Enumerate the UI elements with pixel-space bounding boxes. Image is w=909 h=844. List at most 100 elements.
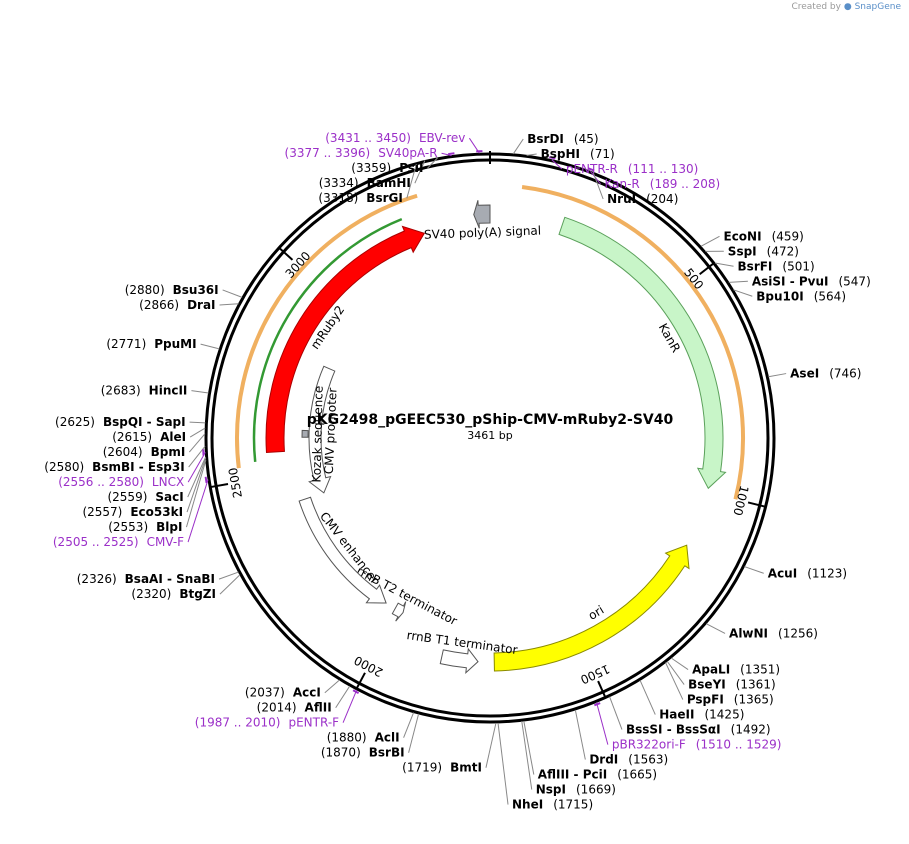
- credit-text: Created by: [791, 2, 841, 12]
- site-bsrbi: (1870)BsrBI: [321, 746, 405, 760]
- site-acli: (1880)AclI: [327, 731, 400, 745]
- primer-mark-sv40pa-r: [448, 152, 455, 156]
- plasmid-name: pKG2498_pGEEC530_pShip-CMV-mRuby2-SV40: [307, 412, 674, 428]
- site-nhei: NheI(1715): [512, 798, 593, 812]
- leader-asei: [768, 373, 787, 378]
- tick-1500: [597, 680, 606, 697]
- leader-acci: [324, 679, 340, 694]
- feature-kozak-sequence: [301, 429, 309, 438]
- leader-nrui: [592, 172, 604, 200]
- orf-arc-mruby-outer: [235, 193, 418, 469]
- leader-bpu10i: [733, 289, 753, 297]
- feature-rrnb-t1-terminator: [439, 647, 479, 675]
- leader-bpmi: [188, 433, 206, 453]
- leader-alwni: [706, 623, 726, 634]
- leader-bsaai-snabi: [218, 571, 239, 580]
- leader-econi: [700, 235, 720, 247]
- site-pentr-r: pENTR-R(111 .. 130): [566, 162, 698, 176]
- leader-lncx: [187, 452, 206, 483]
- leader-pentr-r: [551, 159, 563, 170]
- feature-ori: [493, 544, 690, 672]
- site-acui: AcuI(1123): [768, 566, 847, 580]
- orf-arc-mruby-inner: [252, 217, 403, 462]
- site-kan-r: Kan-R(189 .. 208): [604, 177, 720, 191]
- leader-bspqi-sapi: [189, 421, 206, 424]
- site-saci: (2559)SacI: [107, 490, 183, 504]
- feature-label-cmv-promoter: CMV promoter: [322, 387, 340, 474]
- leader-ppumi: [200, 343, 220, 350]
- site-nspi: NspI(1669): [536, 783, 616, 797]
- site-pspfi: PspFI(1365): [687, 693, 774, 707]
- leader-drdi: [574, 709, 586, 760]
- feature-label-kozak-sequence: Kozak sequence: [309, 386, 325, 483]
- feature-rrnb-t2-terminator: [391, 601, 407, 622]
- leader-eco53ki: [186, 457, 207, 513]
- site-drai: (2866)DraI: [139, 298, 215, 312]
- leader-bsrdi: [512, 138, 524, 155]
- feature-label-ori: ori: [586, 603, 607, 623]
- site-asei: AseI(746): [790, 367, 861, 381]
- feature-cmv-enhancer: [298, 496, 387, 604]
- site-nrui: NruI(204): [607, 192, 678, 206]
- leader-asisi-pvui: [728, 280, 748, 283]
- leader-drai: [219, 303, 239, 306]
- leader-aflii: [335, 685, 351, 709]
- site-asisi-pvui: AsiSI - PvuI(547): [752, 274, 871, 288]
- leader-psii: [427, 157, 438, 169]
- credit-brand: SnapGene: [854, 2, 901, 12]
- site-hincii: (2683)HincII: [101, 384, 188, 398]
- leader-bsssi-bsss-i: [609, 696, 623, 730]
- site-bsrfi: BsrFI(501): [738, 259, 815, 273]
- site-bsmbi-esp3i: (2580)BsmBI - Esp3I: [44, 460, 184, 474]
- site-bsphi: BspHI(71): [541, 147, 615, 161]
- tick-label-1500: 1500: [578, 662, 612, 687]
- site-alwni: AlwNI(1256): [729, 626, 818, 640]
- feature-label-sv40-poly-a-signal: SV40 poly(A) signal: [424, 224, 542, 242]
- primer-mark-pentr-r: [549, 156, 556, 160]
- leader-hincii: [191, 390, 209, 394]
- leader-sv40pa-r: [441, 152, 452, 157]
- site-pbr322ori-f: pBR322ori-F(1510 .. 1529): [612, 738, 782, 752]
- site-cmv-f: (2505 .. 2525)CMV-F: [53, 535, 184, 549]
- leader-saci: [187, 456, 207, 498]
- feature-sv40-poly-a-signal: [473, 200, 491, 229]
- snapgene-credit: Created by ● SnapGene: [791, 2, 901, 12]
- primer-mark-pbr322ori-f: [593, 702, 601, 707]
- site-pentr-f: (1987 .. 2010)pENTR-F: [195, 716, 339, 730]
- site-bamhi: (3334)BamHI: [319, 176, 411, 190]
- primer-mark-pentr-f: [352, 689, 360, 695]
- leader-acui: [744, 566, 764, 574]
- site-bseyi: BseYI(1361): [688, 678, 776, 692]
- leader-bsrgi: [406, 162, 418, 199]
- site-bsu36i: (2880)Bsu36I: [125, 283, 219, 297]
- site-sv40pa-r: (3377 .. 3396)SV40pA-R: [285, 146, 438, 160]
- site-eco53ki: (2557)Eco53kI: [82, 505, 183, 519]
- leader-bseyi: [666, 660, 685, 685]
- leader-pbr322ori-f: [596, 702, 609, 745]
- site-sspi: SspI(472): [728, 244, 799, 258]
- site-bsaai-snabi: (2326)BsaAI - SnaBI: [77, 572, 215, 586]
- site-bsrgi: (3318)BsrGI: [318, 191, 402, 205]
- site-psii: (3359)PsiI: [351, 161, 423, 175]
- site-bsrdi: BsrDI(45): [527, 132, 598, 146]
- site-bpu10i: Bpu10I(564): [756, 289, 846, 303]
- leader-afliii-pcii: [523, 720, 535, 775]
- leader-pspfi: [665, 662, 684, 700]
- leader-cmv-f: [187, 479, 209, 543]
- leader-alei: [189, 427, 206, 438]
- leader-bsrfi: [714, 262, 734, 267]
- tick-label-2500: 2500: [226, 466, 245, 499]
- site-apali: ApaLI(1351): [692, 663, 780, 677]
- site-drdi: DrdI(1563): [589, 753, 668, 767]
- site-bspqi-sapi: (2625)BspQI - SapI: [55, 415, 186, 429]
- site-blpi: (2553)BlpI: [108, 520, 182, 534]
- site-lncx: (2556 .. 2580)LNCX: [58, 475, 184, 489]
- orf-arc-kanr: [521, 185, 745, 500]
- site-econi: EcoNI(459): [724, 229, 804, 243]
- site-ppumi: (2771)PpuMI: [106, 337, 196, 351]
- site-haeii: HaeII(1425): [659, 708, 744, 722]
- tick-2500: [211, 483, 229, 488]
- site-acci: (2037)AccI: [245, 686, 321, 700]
- leader-apali: [670, 657, 689, 670]
